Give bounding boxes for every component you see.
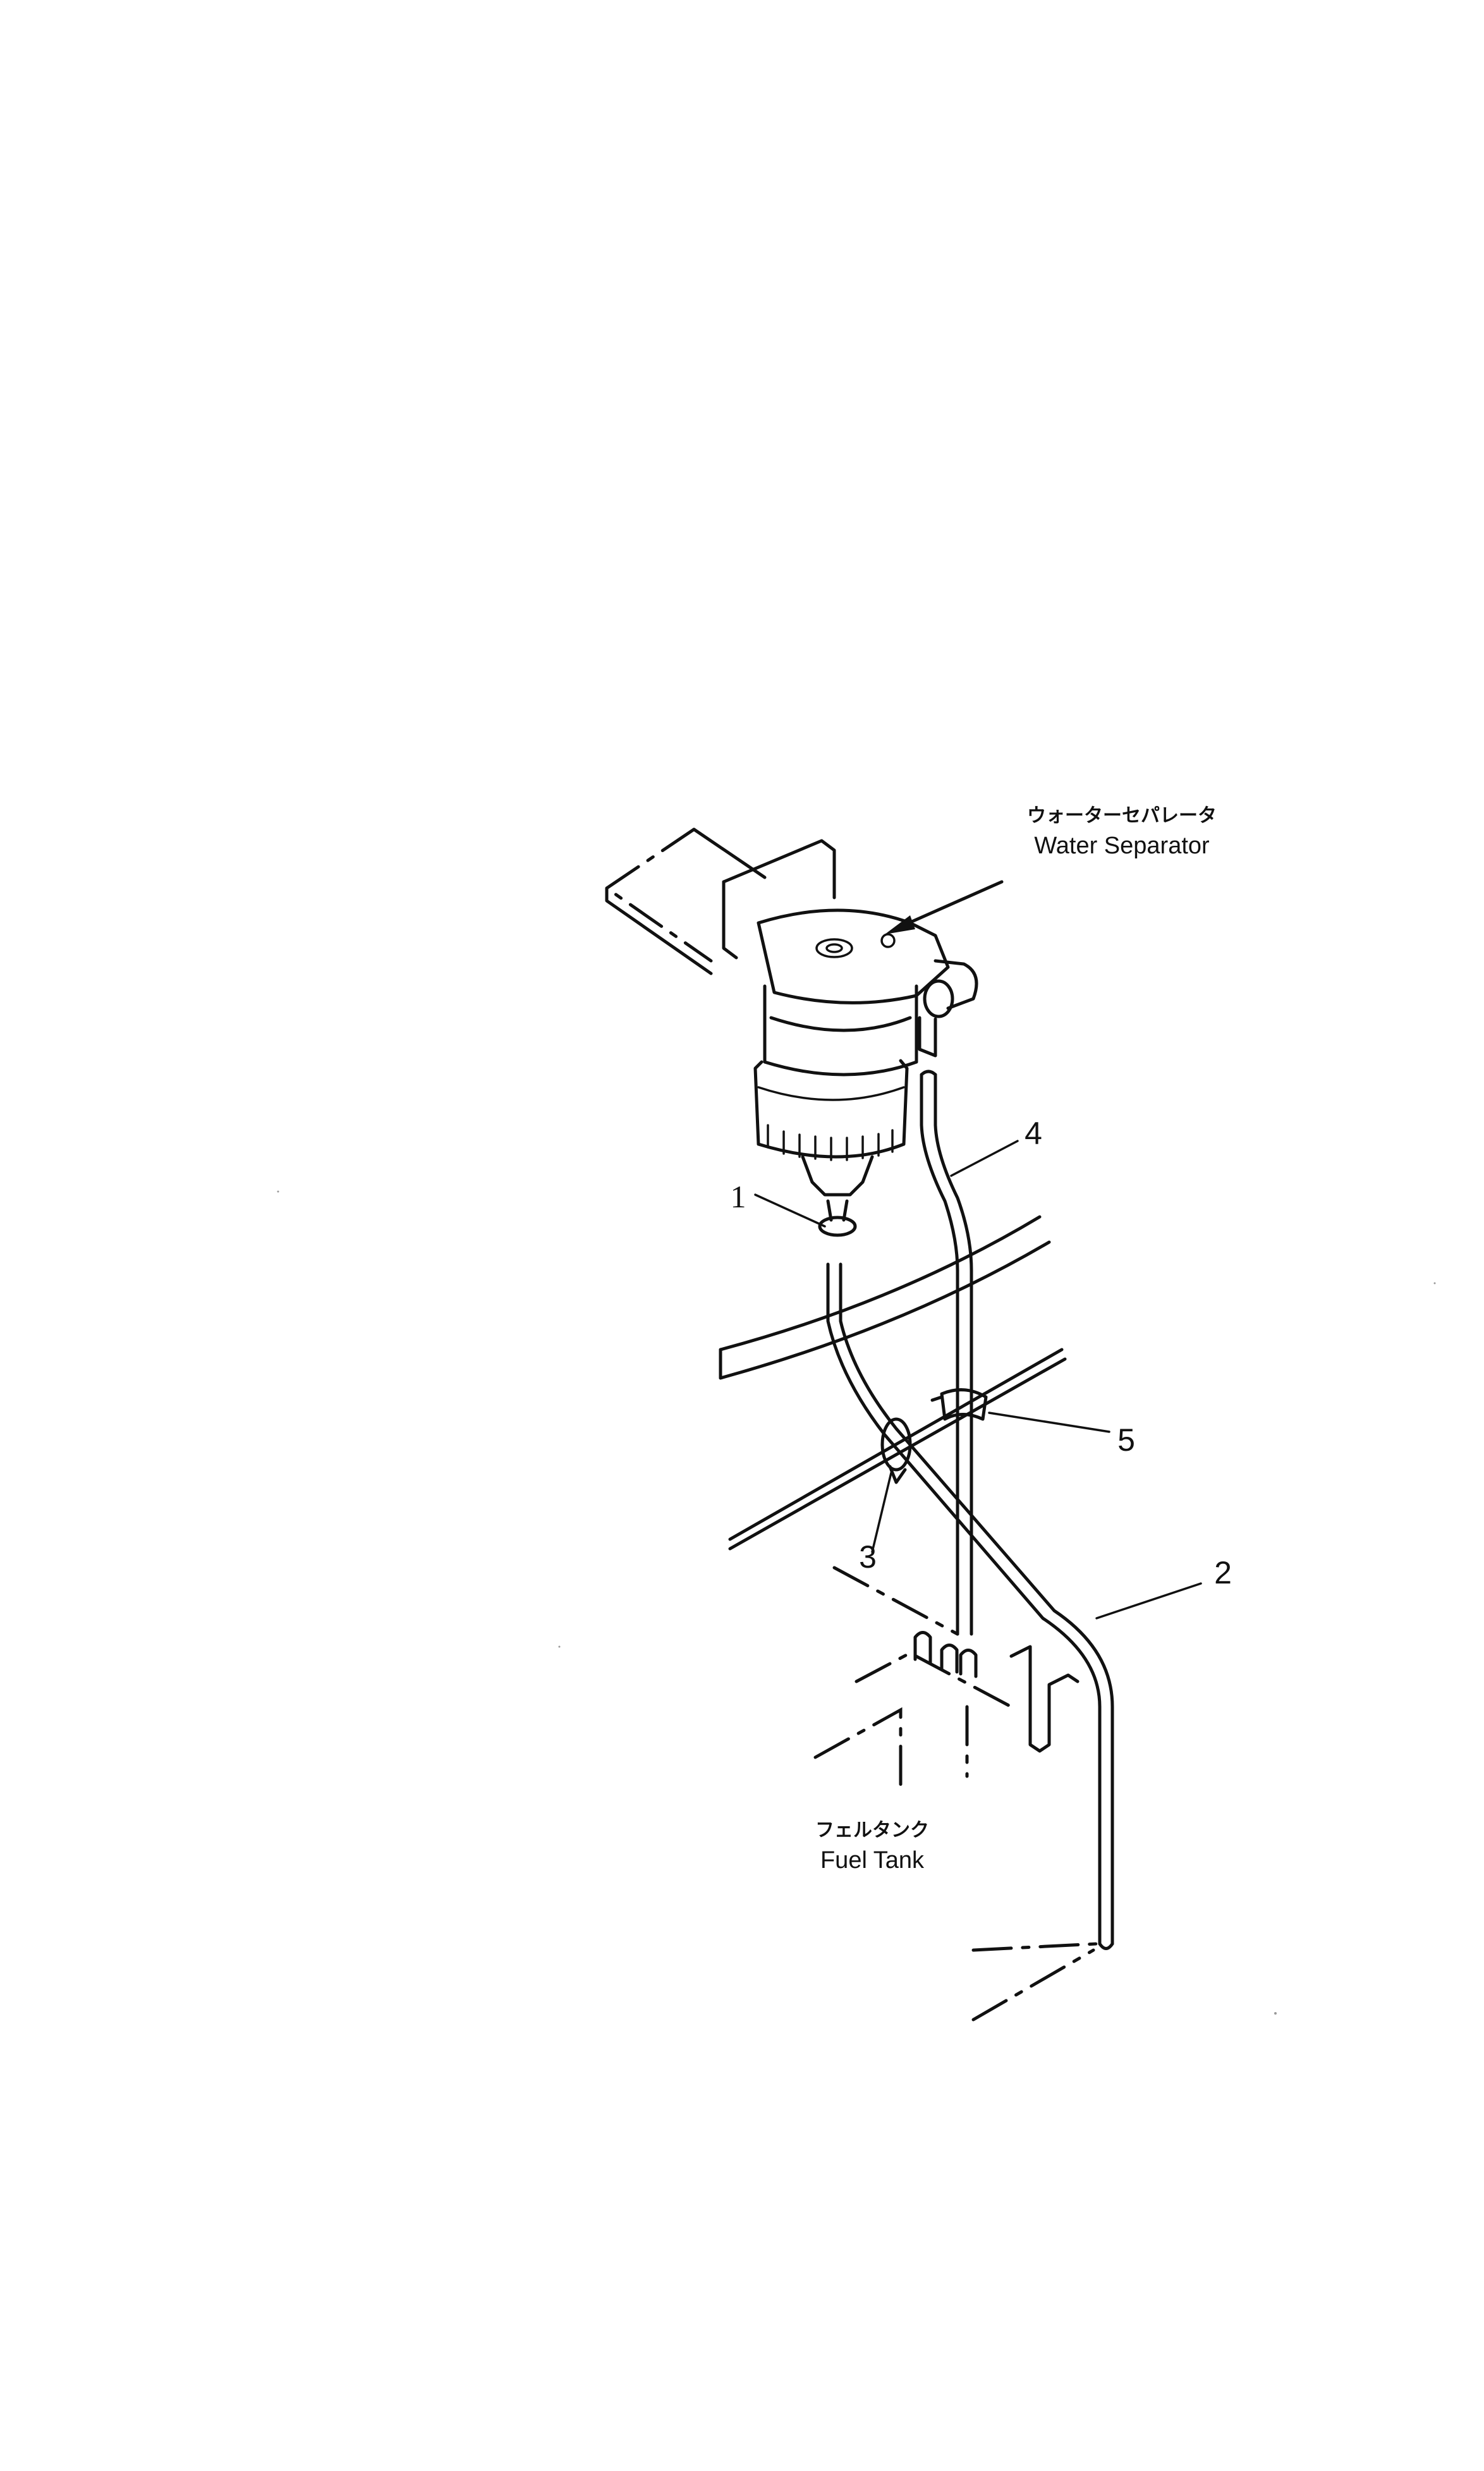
mounting-bracket (604, 827, 836, 975)
callout-3: 3 (859, 1539, 877, 1575)
frame-member-straight (728, 1348, 1067, 1551)
callout-4: 4 (1025, 1116, 1042, 1151)
leader-2 (1095, 1582, 1202, 1620)
callout-2: 2 (1214, 1555, 1232, 1590)
water-separator-label-ja: ウォーターセパレータ (1027, 805, 1217, 827)
fuel-tank-label-en: Fuel Tank (820, 1847, 925, 1874)
water-separator-leader (885, 880, 1004, 934)
water-separator (753, 908, 978, 1197)
callout-5: 5 (1117, 1422, 1135, 1458)
scan-specks (277, 1190, 1436, 2015)
leader-4 (950, 1140, 1019, 1177)
return-hose (920, 1070, 973, 1636)
leader-3 (871, 1472, 892, 1553)
fuel-tank (813, 1566, 1102, 2022)
frame-member-curved (719, 1215, 1051, 1380)
drain-clamp (818, 1199, 857, 1237)
callout-1: 1 (731, 1179, 746, 1214)
fuel-tank-label-ja: フェルタンク (815, 1819, 929, 1841)
leader-5 (988, 1412, 1110, 1433)
hose-clamp-3 (880, 1417, 912, 1484)
leader-1 (754, 1193, 826, 1228)
hose-clamp-5 (930, 1388, 988, 1421)
callout-leaders (754, 1140, 1202, 1620)
water-separator-label-en: Water Separator (1034, 833, 1210, 859)
